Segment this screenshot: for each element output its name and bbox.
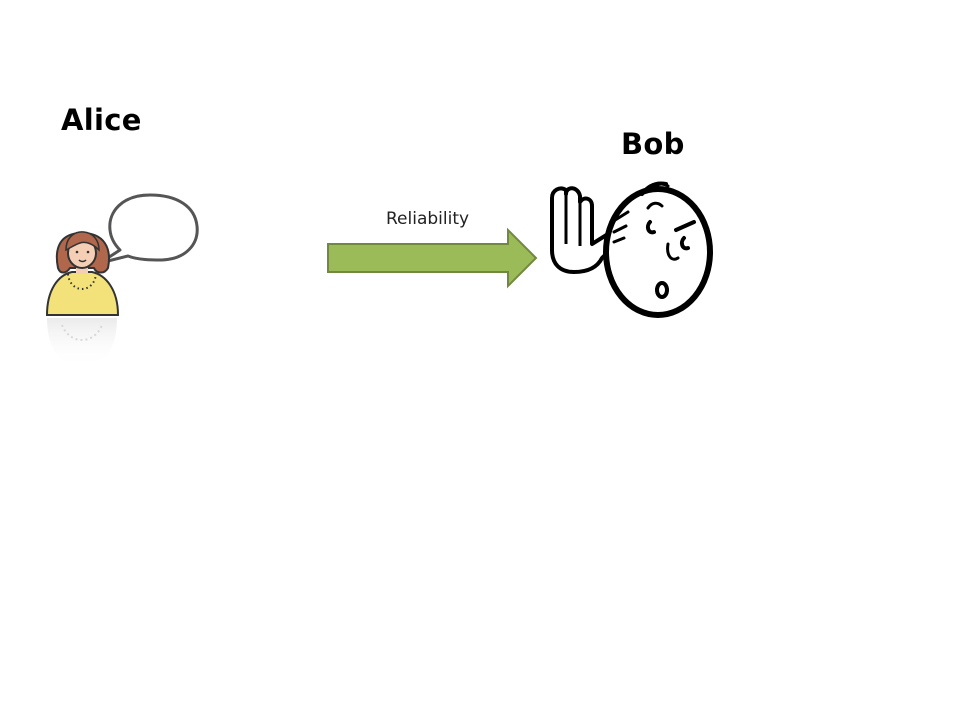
bob-name-label: Bob — [621, 127, 685, 161]
reliability-arrow-icon — [327, 227, 538, 289]
alice-icon — [45, 231, 120, 367]
alice-name-label: Alice — [61, 103, 142, 137]
bob-head-icon — [603, 181, 713, 318]
speech-bubble-icon — [98, 193, 199, 265]
arrow-label: Reliability — [386, 209, 470, 229]
